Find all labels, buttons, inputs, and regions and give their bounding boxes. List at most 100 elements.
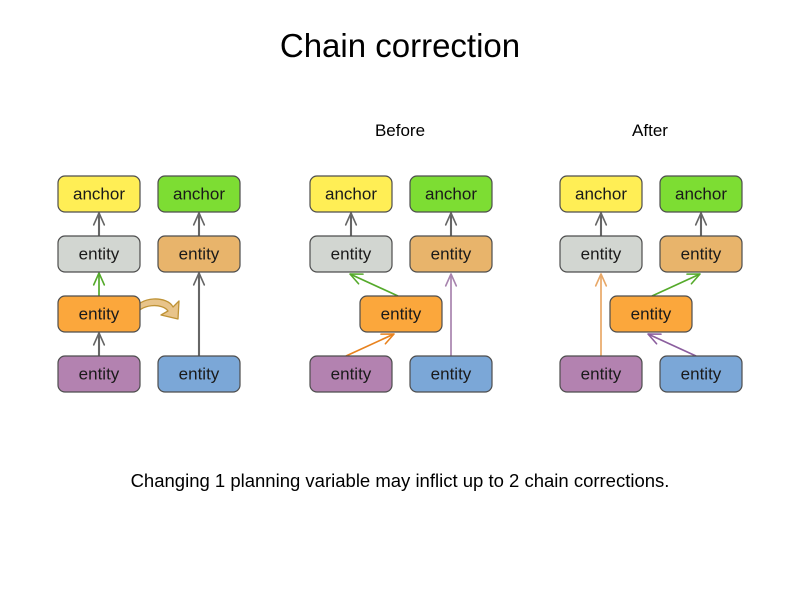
arrow-gray-entity-to-anchor-right bbox=[192, 212, 206, 236]
node-entity-tan[interactable]: entity bbox=[409, 235, 493, 273]
node-label: entity bbox=[79, 304, 120, 323]
arrow-head bbox=[594, 273, 608, 287]
node-label: entity bbox=[631, 304, 672, 323]
arrow-gray-blue-to-tan bbox=[192, 272, 206, 356]
node-box[interactable] bbox=[309, 175, 393, 213]
slide-caption: Changing 1 planning variable may inflict… bbox=[130, 470, 670, 491]
node-entity-gray[interactable]: entity bbox=[559, 235, 643, 273]
node-anchor-green[interactable]: anchor bbox=[409, 175, 493, 213]
arrow-gray-purple-to-orange bbox=[92, 332, 106, 356]
node-box[interactable] bbox=[157, 355, 241, 393]
node-box[interactable] bbox=[559, 355, 643, 393]
arrow-purple-blue-to-orange bbox=[647, 333, 697, 357]
arrow-head bbox=[647, 333, 662, 345]
arrow-gray-entity-to-anchor-right bbox=[444, 212, 458, 236]
arrow-green-orange-to-tan bbox=[651, 273, 701, 297]
node-label: anchor bbox=[325, 184, 377, 203]
arrow-head bbox=[192, 212, 206, 226]
node-entity-gray[interactable]: entity bbox=[309, 235, 393, 273]
page-title: Chain correction bbox=[279, 27, 521, 64]
node-entity-tan[interactable]: entity bbox=[157, 235, 241, 273]
node-label: anchor bbox=[173, 184, 225, 203]
node-entity-blue[interactable]: entity bbox=[659, 355, 743, 393]
node-box[interactable] bbox=[309, 235, 393, 273]
panel-label-after: After bbox=[632, 121, 668, 140]
arrow-shaft bbox=[349, 273, 399, 297]
node-label: entity bbox=[179, 364, 220, 383]
node-entity-purple[interactable]: entity bbox=[57, 355, 141, 393]
arrow-gray-entity-to-anchor-left bbox=[594, 212, 608, 236]
node-label: entity bbox=[381, 304, 422, 323]
arrow-shaft bbox=[647, 333, 697, 357]
arrow-head bbox=[444, 212, 458, 226]
node-box[interactable] bbox=[309, 355, 393, 393]
node-box[interactable] bbox=[409, 355, 493, 393]
arrow-green-orange-to-gray bbox=[349, 273, 399, 297]
arrow-head bbox=[192, 272, 206, 286]
move-curved-arrow bbox=[132, 298, 180, 320]
node-label: entity bbox=[581, 244, 622, 263]
arrow-head bbox=[344, 212, 358, 226]
node-entity-orange[interactable]: entity bbox=[359, 295, 443, 333]
arrow-head bbox=[92, 332, 106, 346]
node-box[interactable] bbox=[559, 175, 643, 213]
node-box[interactable] bbox=[57, 235, 141, 273]
node-entity-blue[interactable]: entity bbox=[409, 355, 493, 393]
arrow-head bbox=[92, 272, 106, 286]
node-label: entity bbox=[431, 364, 472, 383]
node-entity-blue[interactable]: entity bbox=[157, 355, 241, 393]
node-entity-orange[interactable]: entity bbox=[609, 295, 693, 333]
node-label: entity bbox=[681, 244, 722, 263]
arrow-gray-entity-to-anchor-left bbox=[344, 212, 358, 236]
node-label: entity bbox=[331, 244, 372, 263]
node-anchor-yellow[interactable]: anchor bbox=[559, 175, 643, 213]
node-label: entity bbox=[331, 364, 372, 383]
node-box[interactable] bbox=[57, 175, 141, 213]
node-box[interactable] bbox=[157, 235, 241, 273]
panel-label-before: Before bbox=[374, 121, 426, 140]
node-label: entity bbox=[179, 244, 220, 263]
arrow-shaft bbox=[345, 333, 395, 357]
node-anchor-green[interactable]: anchor bbox=[157, 175, 241, 213]
node-label: anchor bbox=[575, 184, 627, 203]
arrow-mauve-blue-to-tan bbox=[444, 273, 458, 356]
node-box[interactable] bbox=[57, 355, 141, 393]
node-box[interactable] bbox=[659, 175, 743, 213]
arrow-head bbox=[380, 333, 395, 345]
node-box[interactable] bbox=[57, 295, 141, 333]
arrow-orange-purple-to-gray bbox=[594, 273, 608, 356]
arrow-head bbox=[694, 212, 708, 226]
panel-after: anchor anchor entity entity entity entity enti… bbox=[559, 175, 743, 393]
node-entity-gray[interactable]: entity bbox=[57, 235, 141, 273]
node-anchor-green[interactable]: anchor bbox=[659, 175, 743, 213]
node-entity-purple[interactable]: entity bbox=[309, 355, 393, 393]
arrow-orange-purple-to-orange bbox=[345, 333, 395, 357]
panel-initial: anchor anchor entity entity entity entity enti… bbox=[57, 175, 241, 393]
node-entity-orange[interactable]: entity bbox=[57, 295, 141, 333]
node-box[interactable] bbox=[659, 235, 743, 273]
move-arrow-shape bbox=[132, 298, 180, 320]
node-label: entity bbox=[431, 244, 472, 263]
arrow-head bbox=[92, 212, 106, 226]
node-anchor-yellow[interactable]: anchor bbox=[57, 175, 141, 213]
node-box[interactable] bbox=[659, 355, 743, 393]
arrow-head bbox=[594, 212, 608, 226]
node-box[interactable] bbox=[559, 235, 643, 273]
node-label: entity bbox=[581, 364, 622, 383]
arrow-gray-entity-to-anchor-right bbox=[694, 212, 708, 236]
node-label: entity bbox=[79, 244, 120, 263]
node-box[interactable] bbox=[609, 295, 693, 333]
node-anchor-yellow[interactable]: anchor bbox=[309, 175, 393, 213]
node-entity-purple[interactable]: entity bbox=[559, 355, 643, 393]
node-box[interactable] bbox=[409, 175, 493, 213]
arrow-head bbox=[349, 273, 364, 285]
node-box[interactable] bbox=[157, 175, 241, 213]
node-entity-tan[interactable]: entity bbox=[659, 235, 743, 273]
node-box[interactable] bbox=[409, 235, 493, 273]
panel-before: anchor anchor entity entity entity entity enti… bbox=[309, 175, 493, 393]
node-label: entity bbox=[681, 364, 722, 383]
node-box[interactable] bbox=[359, 295, 443, 333]
node-label: anchor bbox=[675, 184, 727, 203]
